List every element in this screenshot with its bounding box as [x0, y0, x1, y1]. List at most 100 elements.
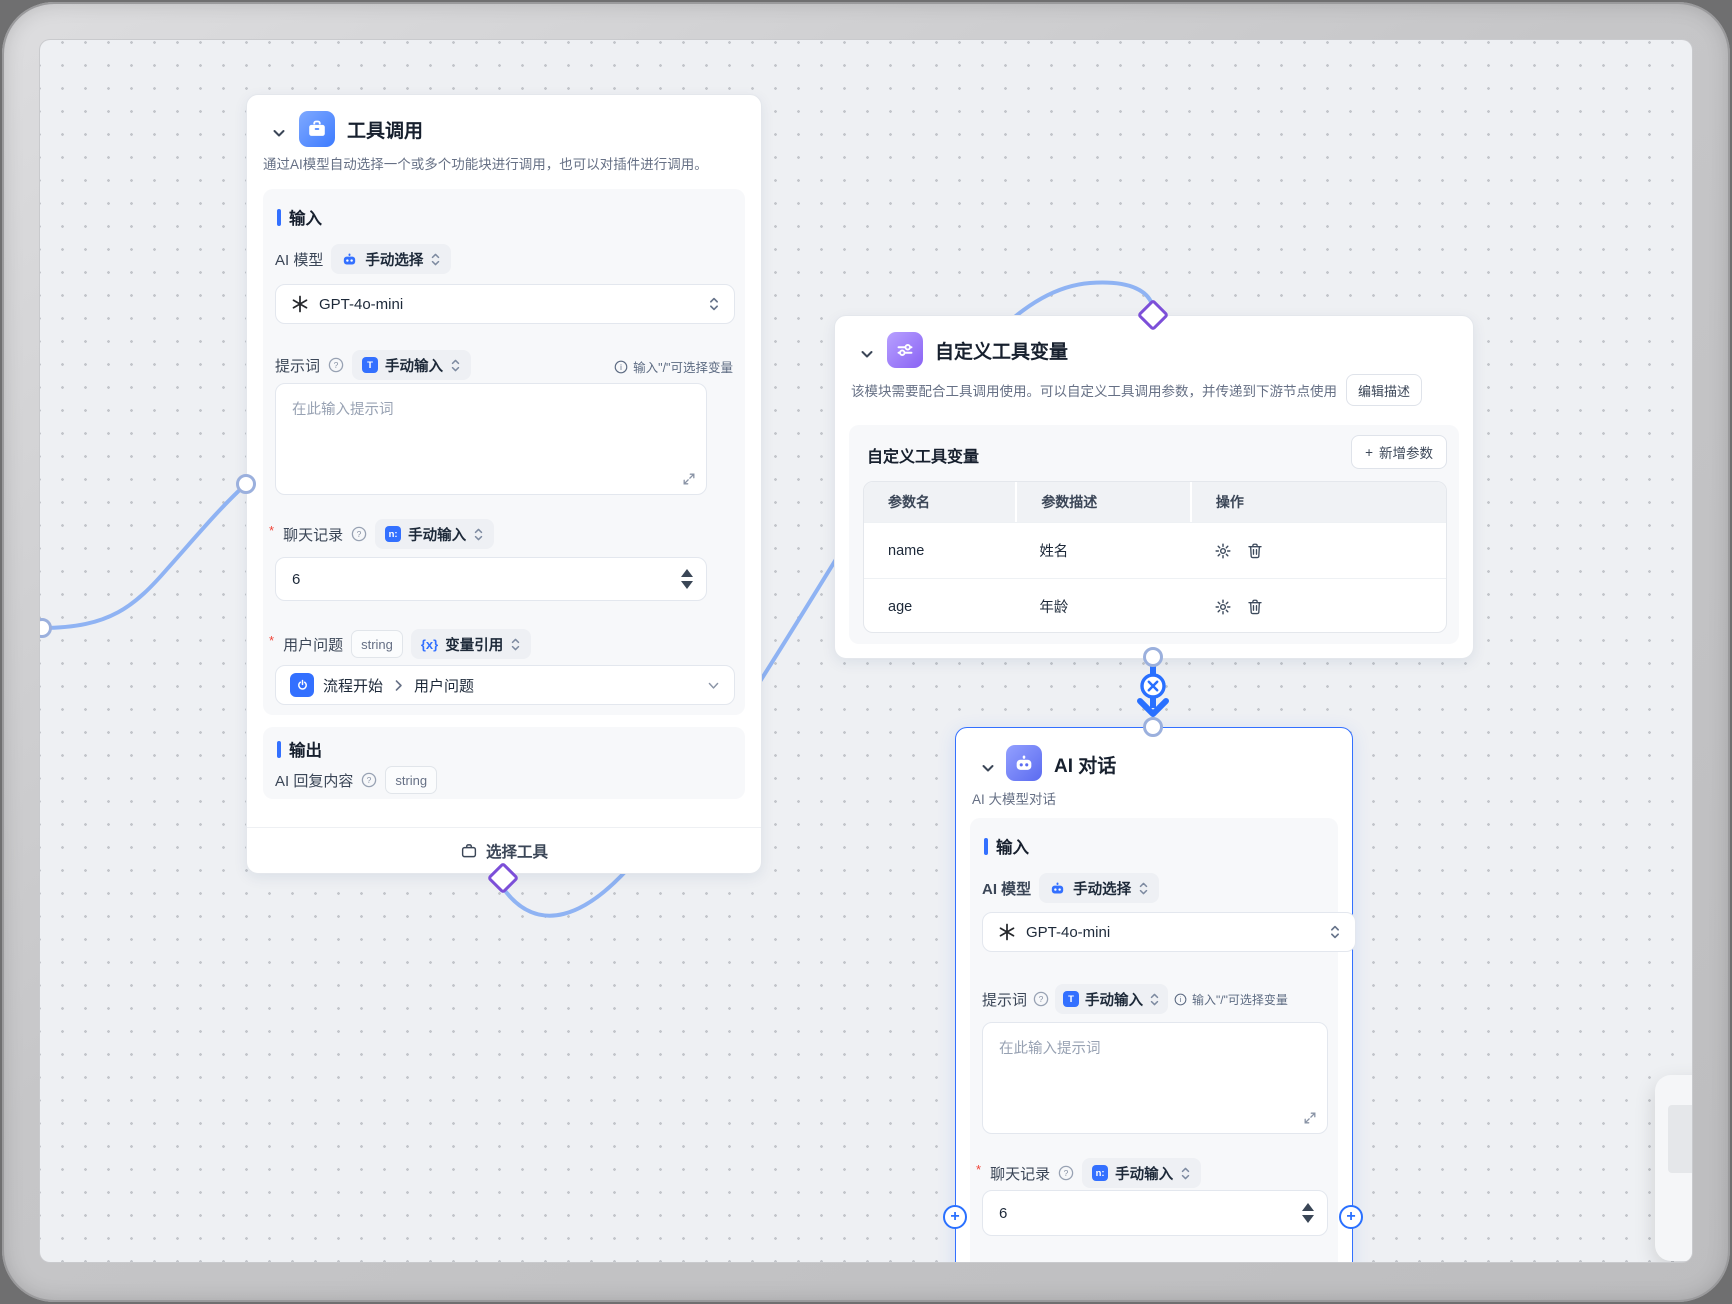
side-panel[interactable] [1655, 1075, 1692, 1261]
node-ai-chat[interactable]: AI 对话 AI 大模型对话 输入 AI 模型 手动选择 [955, 727, 1356, 1262]
node-custom-vars[interactable]: 自定义工具变量 该模块需要配合工具调用使用。可以自定义工具调用参数，并传递到下游… [834, 315, 1474, 659]
manual-input-badge[interactable]: T 手动输入 [1055, 984, 1169, 1014]
prompt-textarea[interactable] [983, 1023, 1327, 1133]
spinner-up-icon[interactable] [1302, 1203, 1314, 1211]
manual-select-badge[interactable]: 手动选择 [331, 244, 452, 274]
required-asterisk: * [269, 522, 275, 538]
trash-icon[interactable] [1246, 598, 1264, 616]
model-value: GPT-4o-mini [319, 295, 404, 313]
gear-icon[interactable] [1214, 542, 1232, 560]
params-table: 参数名 参数描述 操作 name 姓名 a [863, 481, 1447, 633]
user-question-label: 用户问题 [283, 636, 344, 654]
node-title: 工具调用 [347, 121, 424, 142]
manual-select-badge[interactable]: 手动选择 [1039, 873, 1160, 903]
reference-select[interactable]: 流程开始 用户问题 [275, 665, 735, 705]
briefcase-icon [461, 843, 477, 857]
number-input-icon: n: [1092, 1165, 1109, 1181]
chat-history-input[interactable] [276, 558, 593, 600]
expand-icon[interactable] [1303, 1111, 1317, 1125]
section-accent-bar [277, 740, 281, 758]
svg-text:?: ? [367, 775, 372, 785]
col-header-action: 操作 [1189, 482, 1446, 522]
help-icon[interactable]: ? [1058, 1165, 1074, 1181]
section-accent-bar [984, 837, 988, 855]
side-panel-thumbnail [1668, 1105, 1692, 1173]
required-asterisk: * [269, 632, 275, 648]
ref-source: 流程开始 [323, 677, 384, 695]
variable-hint: i 输入"/"可选择变量 [614, 357, 733, 376]
help-icon[interactable]: ? [361, 772, 377, 788]
x-icon [1147, 680, 1159, 692]
updown-caret-icon [1150, 993, 1159, 1005]
ai-reply-row: AI 回复内容 ? string [275, 765, 438, 795]
help-icon[interactable]: ? [351, 526, 367, 542]
svg-text:?: ? [334, 360, 339, 370]
param-name: age [888, 598, 913, 615]
edge-arrowhead-icon [1137, 698, 1169, 717]
collapse-chevron-icon[interactable] [980, 760, 996, 776]
prompt-textarea-wrap [982, 1022, 1328, 1134]
add-param-button[interactable]: + 新增参数 [1351, 435, 1447, 469]
tool-call-left-handle[interactable] [236, 474, 256, 494]
string-type-badge: string [385, 766, 438, 794]
robot-icon [1006, 745, 1042, 781]
model-select[interactable]: GPT-4o-mini [275, 284, 735, 324]
node-description: 该模块需要配合工具调用使用。可以自定义工具调用参数，并传递到下游节点使用 [851, 384, 1337, 399]
workflow-canvas[interactable]: 工具调用 通过AI模型自动选择一个或多个功能块进行调用，也可以对插件进行调用。 … [40, 40, 1692, 1262]
prompt-label: 提示词 [982, 991, 1028, 1009]
openai-icon [999, 923, 1015, 941]
ai-reply-label: AI 回复内容 [275, 772, 354, 790]
collapse-chevron-icon[interactable] [271, 125, 287, 141]
ai-chat-left-plus-handle[interactable]: + [943, 1205, 967, 1229]
custom-vars-section: 自定义工具变量 + 新增参数 参数名 参数描述 操作 name 姓名 [849, 425, 1459, 644]
model-select[interactable]: GPT-4o-mini [982, 912, 1356, 952]
chat-history-row: * 聊天记录 ? n: 手动输入 [269, 519, 495, 549]
input-section: 输入 AI 模型 手动选择 GPT-4o-mini [970, 818, 1356, 1262]
svg-text:?: ? [357, 529, 362, 539]
manual-input-badge[interactable]: T 手动输入 [352, 350, 472, 380]
custom-vars-bottom-handle[interactable] [1143, 647, 1163, 667]
node-header: 工具调用 [247, 95, 761, 149]
node-tool-call[interactable]: 工具调用 通过AI模型自动选择一个或多个功能块进行调用，也可以对插件进行调用。 … [246, 94, 762, 874]
help-icon[interactable]: ? [328, 357, 344, 373]
input-section-label: 输入 [277, 205, 322, 229]
node-description: 通过AI模型自动选择一个或多个功能块进行调用，也可以对插件进行调用。 [263, 157, 708, 172]
collapse-chevron-icon[interactable] [859, 346, 875, 362]
expand-icon[interactable] [682, 472, 696, 486]
chat-history-input[interactable] [983, 1191, 1240, 1235]
manual-input-badge[interactable]: n: 手动输入 [375, 519, 495, 549]
required-asterisk: * [976, 1161, 982, 1177]
updown-caret-icon [1331, 925, 1339, 939]
table-header-row: 参数名 参数描述 操作 [864, 482, 1446, 522]
edge-start-handle[interactable] [40, 618, 52, 638]
trash-icon[interactable] [1246, 542, 1264, 560]
plus-icon: + [1365, 444, 1373, 460]
chevron-down-icon [708, 682, 719, 689]
manual-input-badge[interactable]: n: 手动输入 [1082, 1158, 1202, 1188]
number-input-icon: n: [385, 526, 402, 542]
info-icon: i [614, 360, 628, 373]
updown-caret-icon [432, 253, 440, 265]
spinner-down-icon[interactable] [681, 581, 693, 589]
variable-ref-badge[interactable]: {x} 变量引用 [410, 629, 532, 659]
svg-text:i: i [620, 362, 622, 371]
output-section: 输出 AI 回复内容 ? string [263, 727, 745, 799]
spinner-down-icon[interactable] [1302, 1215, 1314, 1223]
svg-text:?: ? [1064, 1168, 1069, 1178]
edge-delete-badge[interactable] [1140, 673, 1166, 699]
prompt-textarea-wrap [275, 383, 707, 495]
chat-history-label: 聊天记录 [990, 1165, 1051, 1183]
prompt-textarea[interactable] [276, 384, 706, 494]
help-icon[interactable]: ? [1033, 991, 1049, 1007]
section-title: 自定义工具变量 [867, 449, 980, 466]
chat-history-input-wrap [982, 1190, 1328, 1236]
spinner-up-icon[interactable] [681, 569, 693, 577]
chat-history-input-wrap [275, 557, 707, 601]
chat-history-label: 聊天记录 [283, 526, 344, 544]
ai-chat-right-plus-handle[interactable]: + [1339, 1205, 1363, 1229]
edit-description-button[interactable]: 编辑描述 [1346, 374, 1423, 406]
ai-chat-top-handle[interactable] [1143, 717, 1163, 737]
gear-icon[interactable] [1214, 598, 1232, 616]
breadcrumb-chevron-icon [395, 679, 402, 691]
param-desc: 年龄 [1039, 600, 1069, 616]
